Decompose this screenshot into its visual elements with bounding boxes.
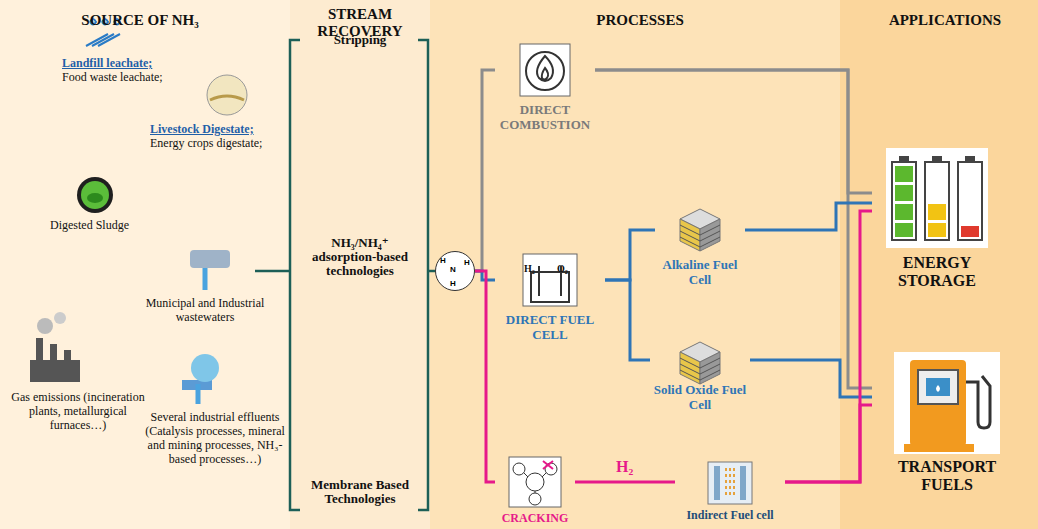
node-icon [672, 205, 728, 255]
node-icon [518, 42, 572, 98]
node-label: ENERGY STORAGE [872, 254, 1002, 290]
application-box: ENERGY STORAGE [872, 148, 1002, 290]
source-label: Several industrial effluents (Catalysis … [145, 410, 285, 466]
node-label: DIRECT COMBUSTION [495, 102, 595, 132]
flow-line [475, 70, 495, 271]
electrode-label: H₂ [524, 263, 544, 275]
node-label: Solid Oxide Fuel Cell [650, 382, 750, 412]
recovery-label: Stripping [310, 33, 410, 47]
source-label: Food waste leachate; [62, 70, 202, 84]
flow-line [575, 481, 675, 484]
flow-line [605, 280, 650, 360]
flow-line [605, 230, 655, 280]
process-box: DIRECT COMBUSTION [495, 42, 595, 132]
electrode-label: O₂ [557, 263, 577, 275]
node-icon [672, 338, 728, 388]
ammonia-molecule: HNH H [435, 251, 475, 291]
fuel-cell-box: Indirect Fuel cell [675, 460, 785, 522]
node-icon [507, 455, 563, 509]
node-icon [886, 148, 988, 248]
node-label: Indirect Fuel cell [675, 508, 785, 522]
source-label: Gas emissions (incineration plants, meta… [8, 390, 148, 432]
column-header: APPLICATIONS [860, 12, 1030, 29]
node-label: CRACKING [495, 511, 575, 525]
flow-line [595, 70, 872, 388]
node-icon [706, 460, 754, 506]
recovery-label: NH₃/NH₄⁺ adsorption-based technologies [305, 236, 415, 278]
atom-symbol: H [450, 279, 456, 288]
fuel-cell-box: Solid Oxide Fuel Cell [650, 338, 750, 412]
source-label: Landfill leachate; [62, 56, 202, 70]
fuel-cell-box: Alkaline Fuel Cell [655, 205, 745, 287]
atom-symbol: N [450, 265, 456, 274]
flow-line [745, 203, 872, 230]
node-icon [521, 252, 579, 308]
source-label: Livestock Digestate; [150, 122, 290, 136]
source-label: Energy crops digestate; [150, 136, 290, 150]
flow-line [475, 271, 495, 482]
source-label: Municipal and Industrial wastewaters [140, 296, 270, 324]
node-icon [894, 352, 1000, 454]
edge-label: H₂ [616, 458, 633, 476]
node-label: TRANSPORT FUELS [872, 458, 1022, 494]
flow-line [595, 70, 872, 193]
node-label: DIRECT FUEL CELL [495, 312, 605, 342]
atom-symbol: H [440, 256, 446, 265]
node-label: Alkaline Fuel Cell [655, 257, 745, 287]
column-header: PROCESSES [560, 12, 720, 29]
flow-line [785, 211, 872, 482]
process-box: CRACKING [495, 455, 575, 525]
source-label: Digested Sludge [50, 218, 170, 232]
flow-line [785, 405, 872, 482]
flow-line [750, 360, 872, 397]
application-box: TRANSPORT FUELS [872, 352, 1022, 494]
atom-symbol: H [464, 258, 470, 267]
process-box: DIRECT FUEL CELL [495, 252, 605, 342]
column-header: SOURCE OF NH₃ [40, 12, 240, 29]
recovery-label: Membrane Based Technologies [305, 478, 415, 506]
